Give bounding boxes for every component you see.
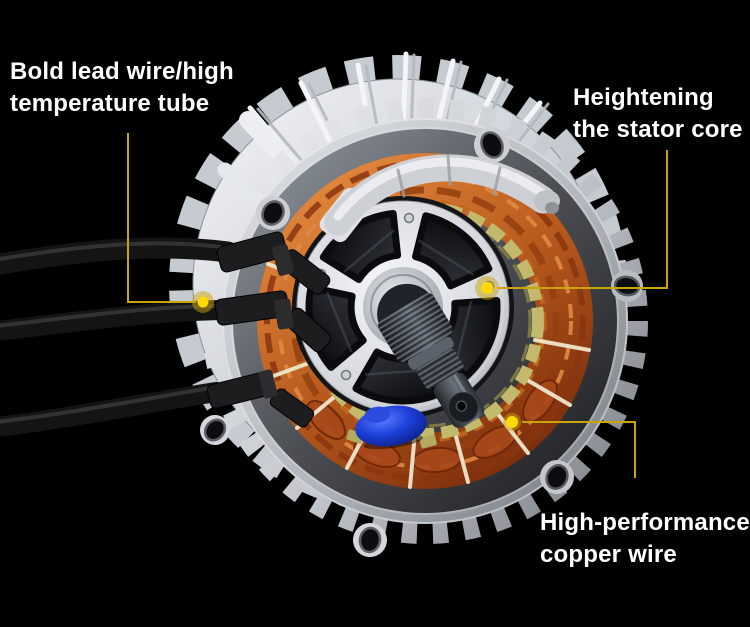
- callout-line-copper-wire: [522, 421, 636, 478]
- callout-line-stator-core: [498, 150, 668, 289]
- marker-dot-copper-wire: [503, 413, 521, 431]
- power-cable: [0, 382, 226, 437]
- power-cables: [0, 231, 332, 437]
- motor-shaft: [377, 283, 485, 429]
- label-stator-core: Heightening the stator core: [573, 82, 743, 146]
- marker-dot-lead-wire: [192, 291, 214, 313]
- label-copper-wire-line2: copper wire: [540, 541, 677, 568]
- label-lead-wire-line1: Bold lead wire/high: [10, 58, 234, 85]
- label-lead-wire: Bold lead wire/high temperature tube: [10, 56, 234, 120]
- callout-lines: [127, 133, 668, 478]
- power-cable: [0, 300, 230, 341]
- mounting-lug-hole: [474, 127, 510, 163]
- label-lead-wire-line2: temperature tube: [10, 90, 210, 117]
- blue-wire-clip: [355, 405, 427, 450]
- knurled-section: [378, 293, 453, 363]
- mounting-lug-hole: [353, 523, 387, 557]
- splined-section: [416, 348, 464, 389]
- rim-fin-tips: [202, 98, 648, 544]
- power-cable: [0, 237, 239, 275]
- callout-line-lead-wire: [127, 133, 196, 303]
- label-stator-core-line2: the stator core: [573, 116, 743, 143]
- marker-dots: [192, 276, 521, 431]
- marker-dot-stator-core: [475, 276, 499, 300]
- shaft-keyway-hole: [455, 400, 468, 412]
- mounting-lug-hole: [200, 415, 230, 445]
- mounting-lugs: [200, 127, 643, 557]
- label-copper-wire: High-performance copper wire: [540, 507, 750, 571]
- mounting-lug-hole: [540, 460, 574, 494]
- high-temp-tube: [319, 154, 560, 243]
- mounting-lug-hole: [256, 196, 290, 230]
- label-copper-wire-line1: High-performance: [540, 509, 750, 536]
- cable-connectors: [206, 231, 332, 428]
- label-stator-core-line1: Heightening: [573, 84, 714, 111]
